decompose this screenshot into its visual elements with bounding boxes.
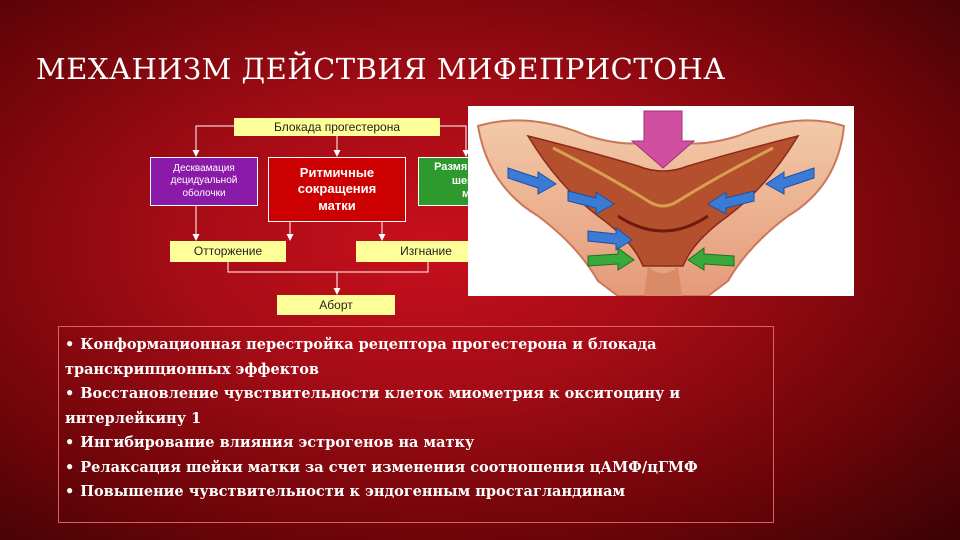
uterus-illustration [468, 106, 854, 296]
list-item: •Восстановление чувствительности клеток … [65, 385, 681, 427]
bullet-icon: • [65, 336, 75, 353]
contractions-box: Ритмичные сокращения матки [268, 157, 406, 222]
rejection-box: Отторжение [170, 241, 286, 262]
uterus-drawing [476, 110, 846, 296]
bullet-icon: • [65, 385, 75, 402]
expulsion-box: Изгнание [356, 241, 496, 262]
list-item: •Релаксация шейки матки за счет изменени… [65, 458, 698, 476]
slide-title: МЕХАНИЗМ ДЕЙСТВИЯ МИФЕПРИСТОНА [36, 52, 726, 86]
mechanism-bullet-list: •Конформационная перестройка рецептора п… [58, 326, 774, 523]
list-item: •Повышение чувствительности к эндогенным… [65, 483, 626, 500]
desquamation-box: Десквамация децидуальной оболочки [150, 157, 258, 206]
blockade-box: Блокада прогестерона [234, 118, 440, 136]
bullet-icon: • [65, 483, 75, 500]
abortion-box: Аборт [277, 295, 395, 315]
bullet-icon: • [65, 458, 75, 476]
list-item: •Ингибирование влияния эстрогенов на мат… [65, 434, 475, 451]
bullet-icon: • [65, 434, 75, 451]
list-item: •Конформационная перестройка рецептора п… [65, 336, 657, 378]
